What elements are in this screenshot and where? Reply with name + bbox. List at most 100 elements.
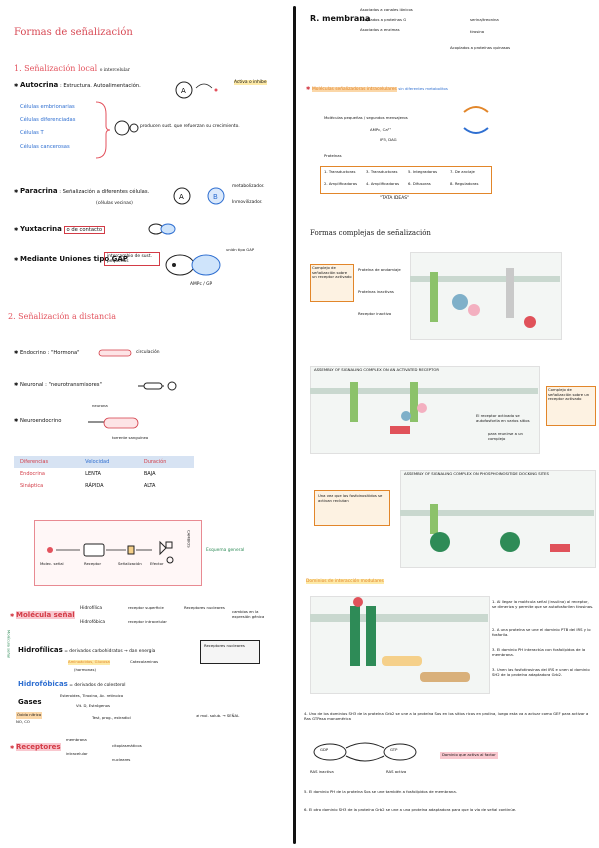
r-item-0: Asociados a canales iónicos — [360, 7, 413, 12]
column-divider — [293, 6, 296, 844]
endocrino-row: ✱ Endocrino : "Hormona" — [14, 350, 80, 356]
molecula-note-2: Receptores nucleares — [184, 605, 225, 610]
molecula-row: ✱ Molécula señal — [10, 611, 75, 619]
figure-a-drawing — [410, 268, 560, 328]
paracrina-sub: (células vecinas) — [96, 201, 133, 206]
neuronal-row: ✱ Neuronal : "neurotransmisores" — [14, 382, 102, 388]
endocrino-label: Endocrino — [20, 350, 46, 356]
dom-6: 6. El otro dominio SH3 de la proteína Gr… — [304, 807, 517, 812]
complejo-box — [310, 264, 354, 302]
yuxtacrina-label: Yuxtacrina — [20, 225, 62, 233]
receptores-note-2: citoplasmáticos — [112, 743, 142, 748]
gas-note: Óxido nítrico — [16, 712, 43, 719]
receptores-label: Receptores — [16, 743, 61, 751]
hidrofobicas-row: Hidrofóbicas = derivados de colesterol — [18, 680, 126, 689]
dominios-title: Dominios de interacción modulares — [306, 579, 384, 584]
table-cell: LENTA — [85, 471, 101, 477]
molecula-item-0: Hidrofílica — [80, 606, 103, 611]
hidrofobicas-sub-2: Ac. retinoico — [99, 693, 124, 698]
hidrofilicas-sub-0: Aminoácidos, Glucosa — [68, 659, 110, 665]
yuxtacrina-desc: o de contacto — [63, 226, 106, 234]
mol-item-2: IP3, DAG — [380, 137, 397, 142]
fig-b-note: El receptor activado se autofosforila en… — [476, 413, 530, 423]
star-icon: ✱ — [10, 613, 15, 619]
contact-cells-icon — [148, 223, 176, 235]
hidrofobicas-sub-1: Tiroxina — [82, 693, 98, 698]
cells-item-0: Células embrionarias — [20, 104, 75, 110]
section-1-note: o intercelular — [99, 68, 130, 73]
hidrofobicas-desc: = derivados de colesterol — [69, 683, 126, 688]
r-membrana-label: R. membrana — [310, 14, 371, 23]
endocrino-note: circulación — [136, 350, 160, 355]
star-icon: ✱ — [14, 350, 19, 356]
star-icon: ✱ — [14, 189, 19, 195]
table-cell: Endocrina — [20, 471, 45, 477]
svg-text:B: B — [213, 193, 218, 201]
left-column: Formas de señalización 1. Señalización l… — [0, 0, 292, 848]
gap-amp: AMPc / GP — [190, 282, 213, 287]
prot-title: Proteínas — [324, 153, 342, 158]
neuroendocrino-note-0: neurona — [92, 403, 108, 408]
dom-4: 4. Uno de los dominios SH3 de la proteín… — [304, 711, 589, 721]
hidrofobicas-label: Hidrofóbicas — [18, 680, 68, 688]
mol-item-0: Moléculas pequeñas / segundos mensajeros — [324, 115, 408, 120]
prot-item-6: 7. De anclaje — [450, 169, 475, 174]
endocrino-desc: : "Hormona" — [47, 350, 80, 356]
ras-cycle-icon — [313, 742, 417, 762]
right-column: R. membrana Asociados a canales iónicos … — [300, 0, 599, 848]
gap-junction-icon — [165, 254, 221, 276]
hidrofilicas-row: Hidrofílicas = derivados carbohidratos →… — [18, 646, 156, 655]
dominios-row: Dominios de interacción modulares — [306, 578, 384, 584]
gap-label: Mediante Uniones tipo GAP — [20, 255, 128, 263]
section-2-title: 2. Señalización a distancia — [8, 312, 117, 321]
star-icon: ✱ — [306, 86, 311, 92]
section-1-label: 1. Señalización local — [14, 64, 98, 73]
gases-row: Gases — [18, 699, 42, 706]
figure-c-drawing — [400, 504, 594, 552]
star-icon: ✱ — [14, 418, 19, 424]
table-cell: RÁPIDA — [85, 483, 104, 489]
hidrofilicas-desc: = derivados carbohidratos → dan energía — [64, 649, 156, 654]
receptores-note-1: intracelular — [66, 751, 88, 756]
molecula-note-3: cambios en la expresión génica — [232, 609, 265, 619]
r-item-2: Asociados a enzimas — [360, 27, 400, 32]
figure-d-drawing — [310, 597, 488, 682]
cells-item-3: Células cancerosas — [20, 144, 70, 150]
diagram-label-1: Receptor — [84, 561, 102, 566]
receptores-note-3: nucleares — [112, 757, 131, 762]
dom-4-label-4: Dominio que activa al factor — [440, 752, 498, 759]
fig-b-side: Complejo de señalización sobre un recept… — [548, 387, 590, 402]
molecula-item-1: Hidrofóbica — [80, 620, 106, 625]
gap-note: unión tipo GAP — [226, 247, 255, 252]
table-cell: BAJA — [143, 471, 156, 477]
paracrina-label: Paracrina — [20, 187, 58, 195]
signaling-diagram — [34, 520, 202, 586]
svg-text:A: A — [179, 193, 184, 201]
table-cell: Sináptica — [20, 483, 44, 489]
star-icon: ✱ — [14, 227, 19, 233]
receptor-box-text: Receptores nucleares — [204, 643, 245, 648]
hidrofobicas-sub: Esteroides, Tiroxina, Ac. retinoico — [60, 693, 124, 698]
prot-item-5: 6. Difusoras — [408, 181, 431, 186]
hidrofilicas-label: Hidrofílicas — [18, 646, 63, 654]
diagram-label-0: Molec. señal — [40, 561, 64, 566]
fig-b-title: ASSEMBLY OF SIGNALING COMPLEX ON AN ACTI… — [314, 367, 440, 372]
diagram-label-2: Señalización — [118, 561, 142, 566]
complejo-item-0: Proteína de andamiaje — [358, 267, 401, 272]
prot-item-7: 8. Reguladoras — [450, 181, 479, 186]
paracrina-row: ✱ Paracrina : Señalización a diferentes … — [14, 187, 149, 196]
receptores-row: ✱ Receptores — [10, 743, 61, 751]
molecula-label: Molécula señal — [16, 611, 75, 619]
dom-note-0: 1. Al llegar la molécula señal (insulina… — [492, 599, 594, 609]
neuronal-label: Neuronal — [20, 382, 44, 388]
cells-item-2: Células T — [20, 130, 44, 136]
mol-item-1: AMPc, Ca²⁺ — [370, 127, 392, 132]
table-header: Duración — [143, 459, 167, 465]
cell-icon — [114, 120, 139, 136]
molecula-note-0: receptor superficie — [128, 605, 164, 610]
cycle-icon — [463, 106, 489, 134]
page-title: Formas de señalización — [14, 27, 133, 38]
dom-4-label-0: GDP — [320, 747, 329, 752]
diagram-right-label: Esquema general — [206, 548, 245, 553]
